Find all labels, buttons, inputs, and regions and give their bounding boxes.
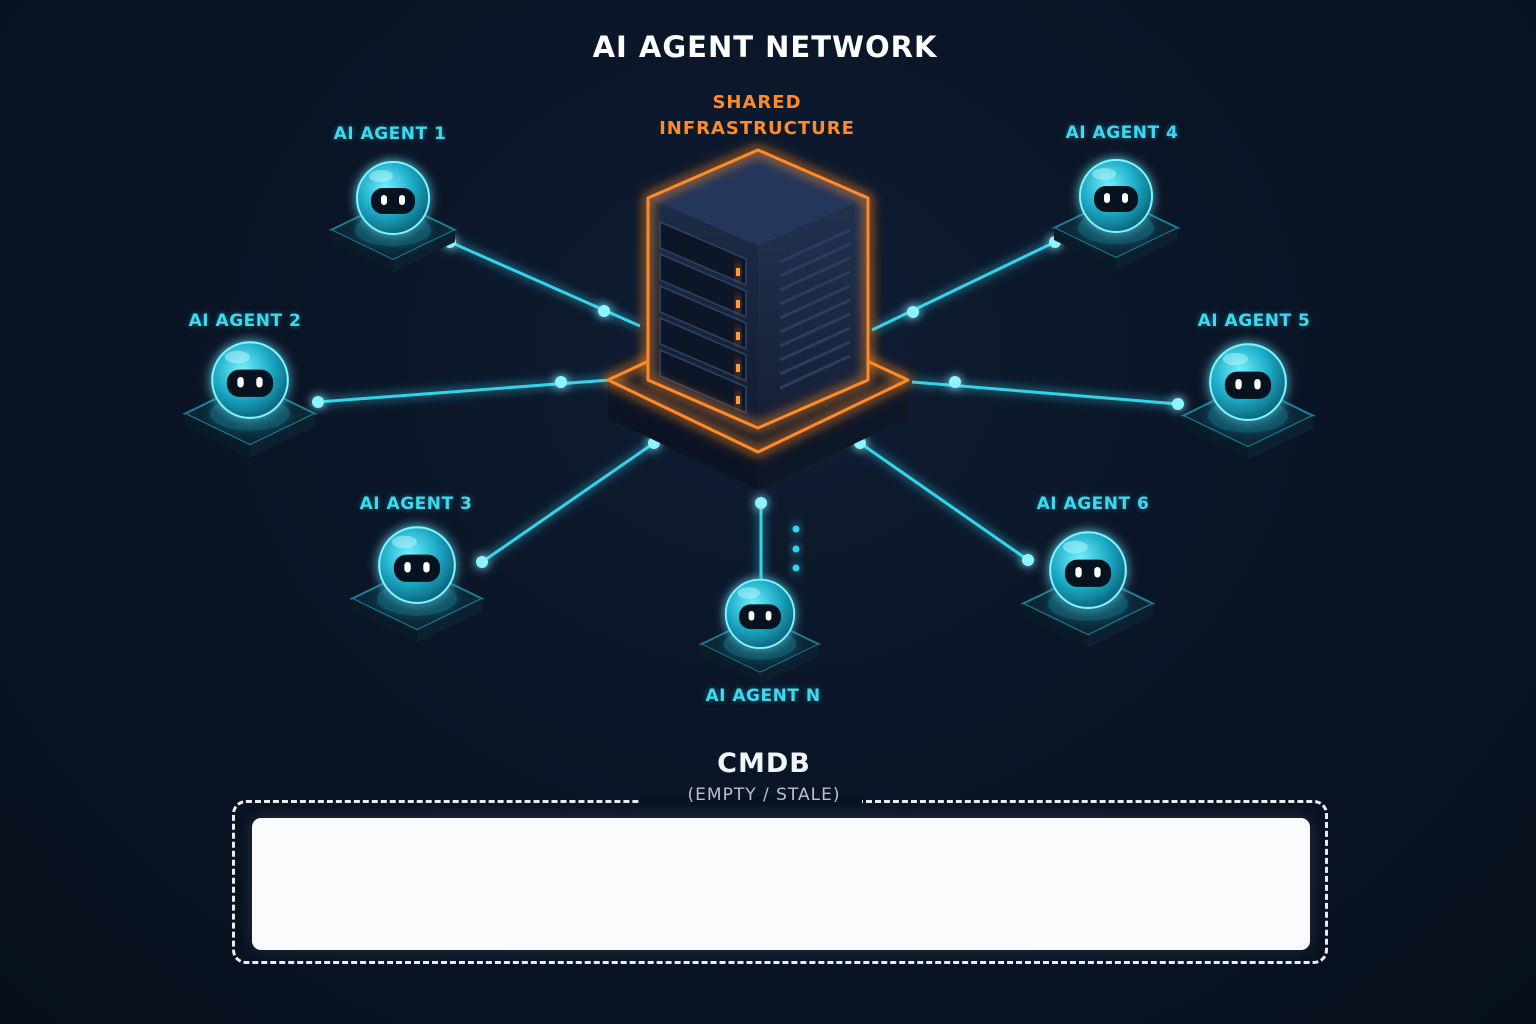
agent-4-robot-icon (1051, 159, 1181, 270)
cmdb-empty-box (252, 818, 1310, 950)
connector-agent-3 (481, 441, 655, 564)
connector-agent-6 (859, 441, 1029, 562)
server-rack-icon (606, 148, 910, 490)
diagram-title: AI AGENT NETWORK (592, 30, 938, 64)
hub-label: SHARED INFRASTRUCTURE (659, 90, 855, 142)
ellipsis-vertical-icon (792, 525, 800, 572)
agents-layer (182, 159, 1316, 685)
agent-label-3: AI AGENT 3 (359, 494, 473, 514)
agent-2-robot-icon (182, 341, 318, 458)
connector-agent-4 (871, 240, 1056, 332)
agent-1-robot-icon (328, 161, 458, 272)
agent-n-robot-icon (698, 578, 822, 685)
cmdb-subtitle: (EMPTY / STALE) (687, 785, 841, 805)
hub-label-line1: SHARED (712, 92, 802, 113)
agent-5-robot-icon (1180, 343, 1316, 460)
agent-label-2: AI AGENT 2 (188, 311, 302, 331)
connector-nodes (312, 236, 1184, 568)
agent-label-6: AI AGENT 6 (1036, 494, 1150, 514)
agent-label-5: AI AGENT 5 (1197, 311, 1311, 331)
agent-label-1: AI AGENT 1 (333, 124, 447, 144)
agent-6-robot-icon (1020, 531, 1156, 648)
agent-label-n: AI AGENT N (705, 686, 821, 706)
agent-label-4: AI AGENT 4 (1065, 123, 1179, 143)
cmdb-frame-gap (640, 796, 862, 806)
hub-label-line2: INFRASTRUCTURE (659, 118, 855, 139)
cmdb-title: CMDB (717, 748, 811, 779)
agent-3-robot-icon (349, 526, 485, 643)
connector-agent-1 (449, 240, 641, 328)
